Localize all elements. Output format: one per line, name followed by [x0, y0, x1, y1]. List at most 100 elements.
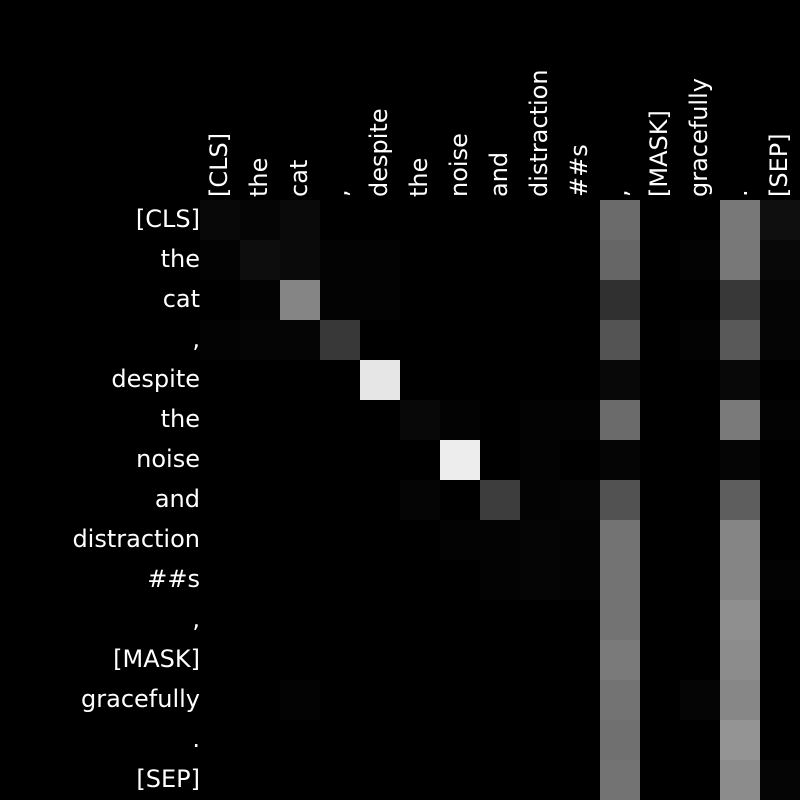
y-tick-label: the [161, 405, 200, 433]
heatmap-cell-2-7 [480, 280, 520, 320]
heatmap-cell-11-4 [360, 640, 400, 680]
x-tick-label: [MASK] [645, 110, 673, 197]
heatmap-cell-2-2 [280, 280, 320, 320]
heatmap-cell-6-4 [360, 440, 400, 480]
heatmap-cell-13-6 [440, 720, 480, 760]
heatmap-cell-7-4 [360, 480, 400, 520]
heatmap-cell-9-11 [640, 560, 680, 600]
heatmap-cell-13-7 [480, 720, 520, 760]
heatmap-cell-9-7 [480, 560, 520, 600]
heatmap-cell-12-4 [360, 680, 400, 720]
x-tick-label: . [725, 189, 753, 197]
x-tick-label: and [485, 152, 513, 197]
heatmap-cell-8-8 [520, 520, 560, 560]
heatmap-cell-12-6 [440, 680, 480, 720]
heatmap-cell-2-4 [360, 280, 400, 320]
heatmap-cell-10-10 [600, 600, 640, 640]
heatmap-cell-7-3 [320, 480, 360, 520]
heatmap-cell-4-9 [560, 360, 600, 400]
y-axis-tick-labels: [CLS]thecat,despitethenoiseanddistractio… [72, 205, 200, 793]
heatmap-cell-14-7 [480, 760, 520, 800]
heatmap-cell-3-8 [520, 320, 560, 360]
heatmap-cell-2-10 [600, 280, 640, 320]
heatmap-cell-2-9 [560, 280, 600, 320]
heatmap-cell-10-11 [640, 600, 680, 640]
y-tick-label: , [192, 325, 200, 353]
heatmap-cell-4-2 [280, 360, 320, 400]
heatmap-cell-1-13 [720, 240, 760, 280]
heatmap-cell-4-14 [760, 360, 800, 400]
heatmap-cell-11-9 [560, 640, 600, 680]
heatmap-cell-6-14 [760, 440, 800, 480]
heatmap-cell-8-13 [720, 520, 760, 560]
heatmap-cell-9-4 [360, 560, 400, 600]
heatmap-cell-7-2 [280, 480, 320, 520]
x-tick-label: , [605, 189, 633, 197]
heatmap-cell-12-11 [640, 680, 680, 720]
heatmap-cell-14-4 [360, 760, 400, 800]
heatmap-cell-5-9 [560, 400, 600, 440]
heatmap-cell-12-7 [480, 680, 520, 720]
heatmap-cell-6-0 [200, 440, 240, 480]
heatmap-cell-7-10 [600, 480, 640, 520]
heatmap-cell-6-11 [640, 440, 680, 480]
heatmap-cell-5-5 [400, 400, 440, 440]
heatmap-cell-5-10 [600, 400, 640, 440]
heatmap-cells [200, 200, 800, 800]
heatmap-cell-9-10 [600, 560, 640, 600]
heatmap-cell-4-6 [440, 360, 480, 400]
heatmap-cell-7-7 [480, 480, 520, 520]
heatmap-cell-8-1 [240, 520, 280, 560]
heatmap-cell-7-6 [440, 480, 480, 520]
y-tick-label: [SEP] [136, 765, 200, 793]
heatmap-cell-8-7 [480, 520, 520, 560]
heatmap-cell-11-13 [720, 640, 760, 680]
heatmap-cell-0-0 [200, 200, 240, 240]
heatmap-cell-6-8 [520, 440, 560, 480]
heatmap-cell-13-5 [400, 720, 440, 760]
heatmap-cell-5-3 [320, 400, 360, 440]
heatmap-cell-9-13 [720, 560, 760, 600]
heatmap-cell-13-14 [760, 720, 800, 760]
heatmap-cell-13-13 [720, 720, 760, 760]
heatmap-cell-14-14 [760, 760, 800, 800]
heatmap-cell-9-5 [400, 560, 440, 600]
y-tick-label: , [192, 605, 200, 633]
heatmap-cell-8-11 [640, 520, 680, 560]
heatmap-cell-0-3 [320, 200, 360, 240]
heatmap-cell-6-3 [320, 440, 360, 480]
heatmap-cell-9-8 [520, 560, 560, 600]
heatmap-cell-5-7 [480, 400, 520, 440]
heatmap-cell-8-5 [400, 520, 440, 560]
x-tick-label: [SEP] [765, 133, 793, 197]
heatmap-cell-10-4 [360, 600, 400, 640]
y-tick-label: gracefully [81, 685, 200, 713]
heatmap-cell-4-1 [240, 360, 280, 400]
heatmap-cell-6-13 [720, 440, 760, 480]
heatmap-cell-1-6 [440, 240, 480, 280]
y-tick-label: the [161, 245, 200, 273]
heatmap-cell-1-14 [760, 240, 800, 280]
heatmap-cell-13-2 [280, 720, 320, 760]
heatmap-cell-5-4 [360, 400, 400, 440]
heatmap-cell-13-3 [320, 720, 360, 760]
heatmap-cell-2-3 [320, 280, 360, 320]
heatmap-cell-11-8 [520, 640, 560, 680]
heatmap-cell-14-13 [720, 760, 760, 800]
heatmap-cell-11-1 [240, 640, 280, 680]
heatmap-cell-6-9 [560, 440, 600, 480]
heatmap-cell-5-12 [680, 400, 720, 440]
heatmap-cell-14-0 [200, 760, 240, 800]
heatmap-cell-1-10 [600, 240, 640, 280]
heatmap-cell-3-13 [720, 320, 760, 360]
heatmap-cell-11-7 [480, 640, 520, 680]
x-tick-label: distraction [525, 69, 553, 197]
heatmap-cell-9-2 [280, 560, 320, 600]
heatmap-cell-6-1 [240, 440, 280, 480]
heatmap-cell-13-11 [640, 720, 680, 760]
heatmap-cell-3-2 [280, 320, 320, 360]
heatmap-cell-7-12 [680, 480, 720, 520]
heatmap-cell-0-14 [760, 200, 800, 240]
heatmap-cell-12-12 [680, 680, 720, 720]
